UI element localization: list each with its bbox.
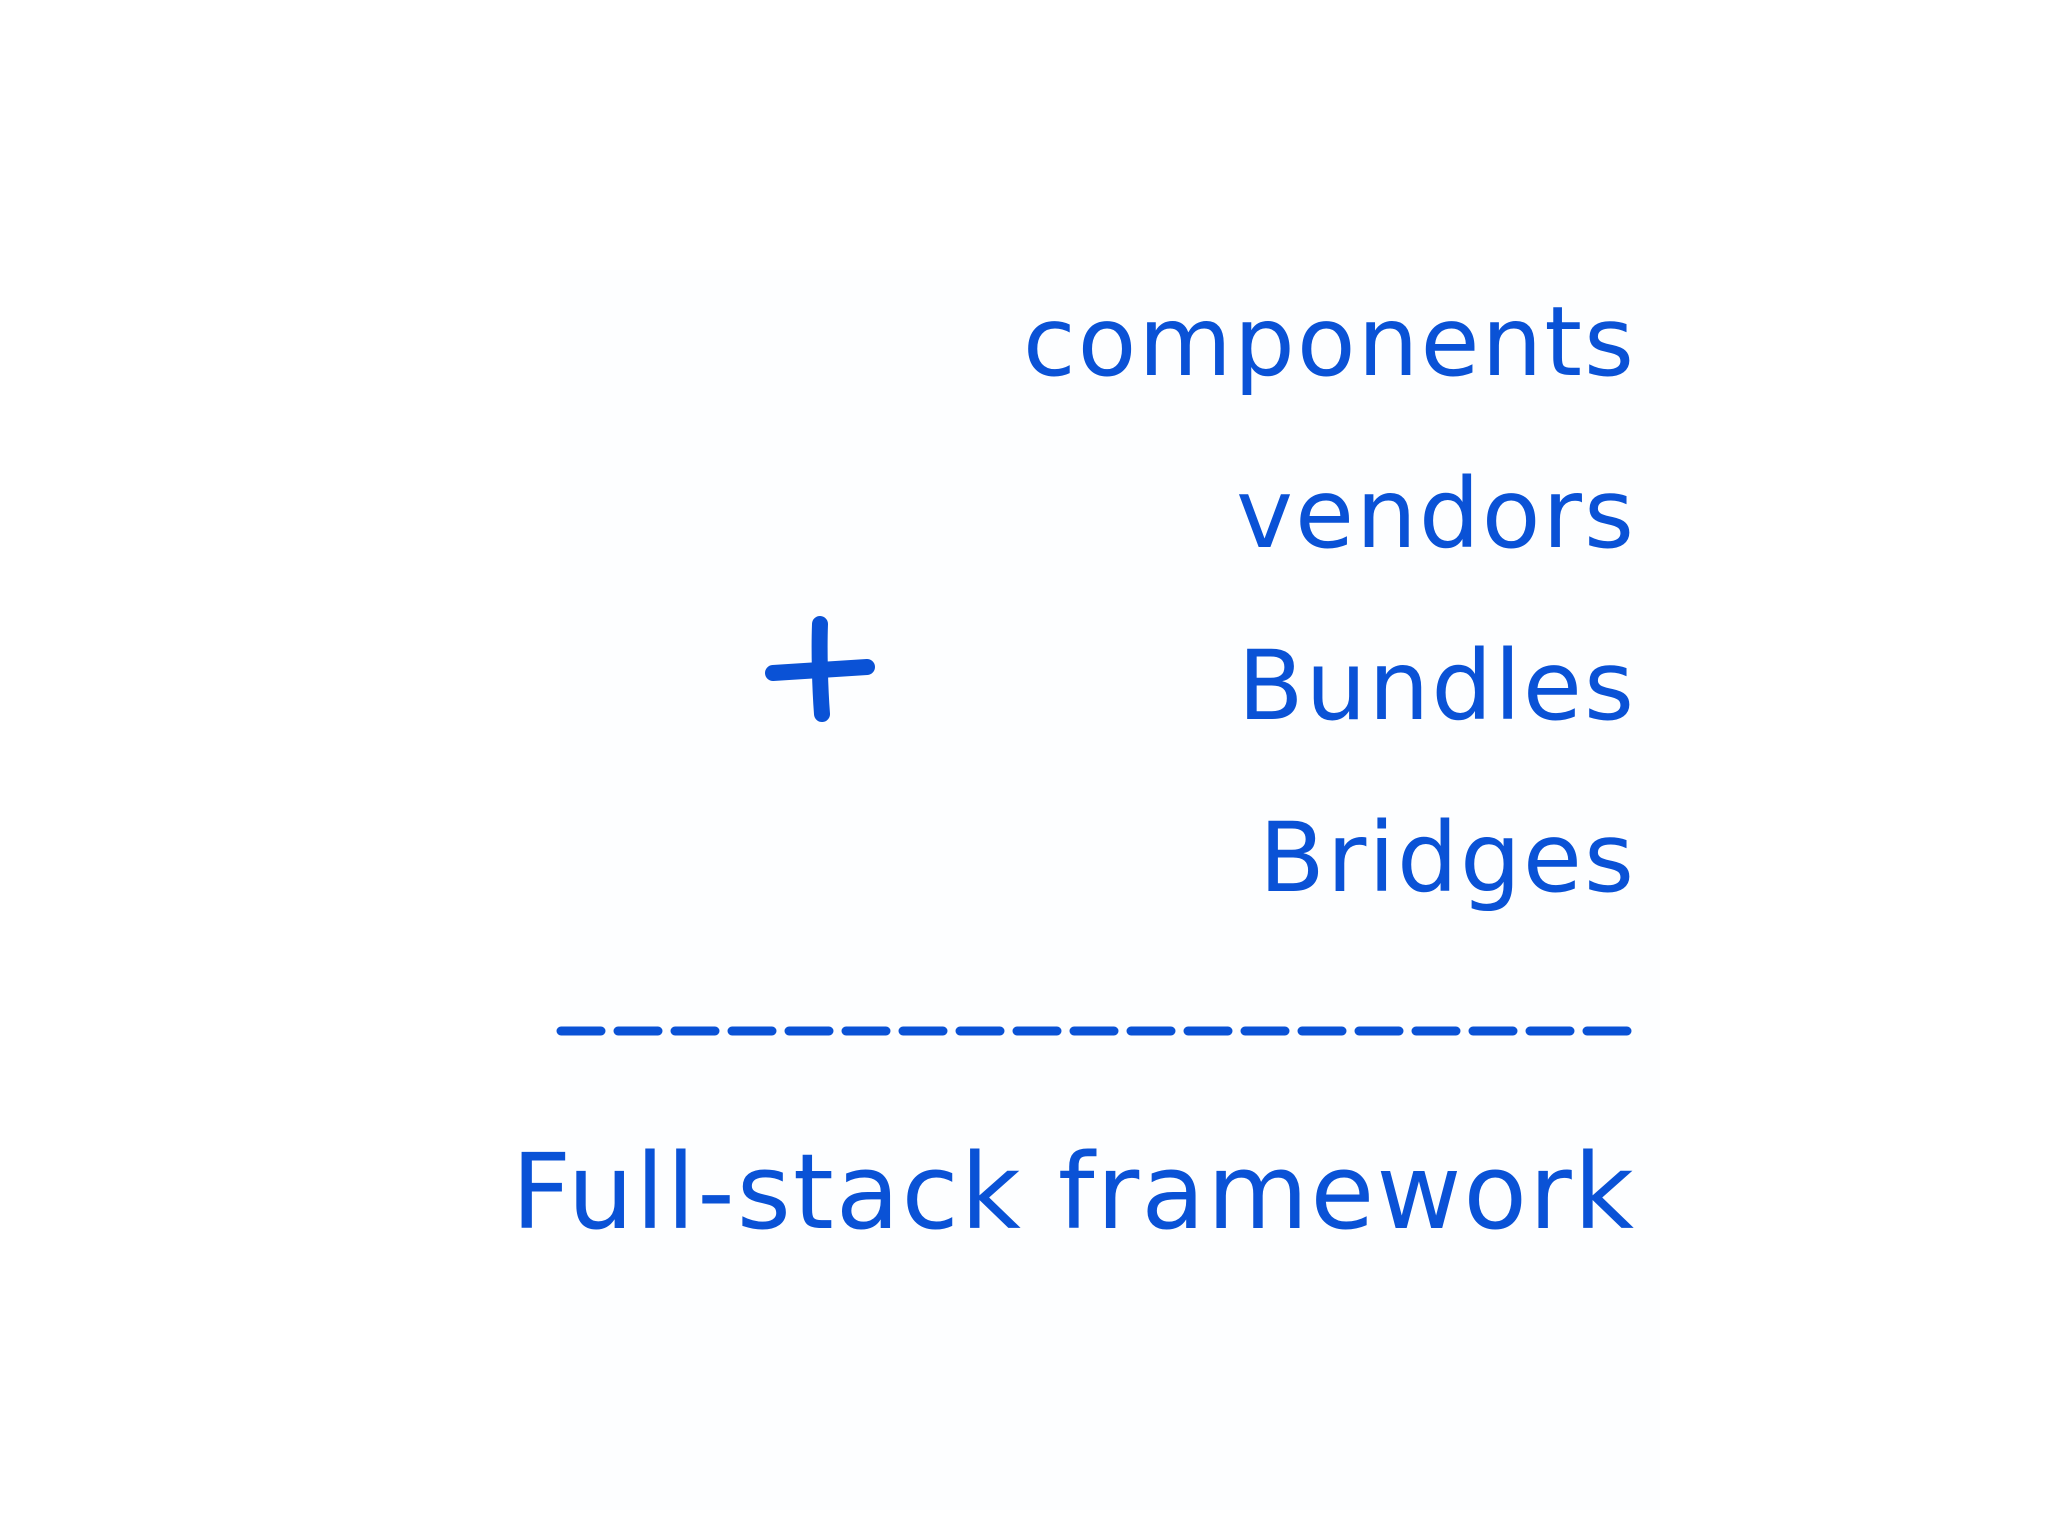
result-label: Full-stack framework (511, 1131, 1636, 1253)
sum-line (556, 1026, 1635, 1036)
addend-bridges: Bridges (1259, 802, 1636, 914)
addend-components: components (1022, 286, 1636, 398)
sum-area (560, 270, 1660, 1510)
plus-icon (765, 616, 875, 722)
addend-vendors: vendors (1236, 458, 1636, 570)
addend-bundles: Bundles (1237, 630, 1636, 742)
